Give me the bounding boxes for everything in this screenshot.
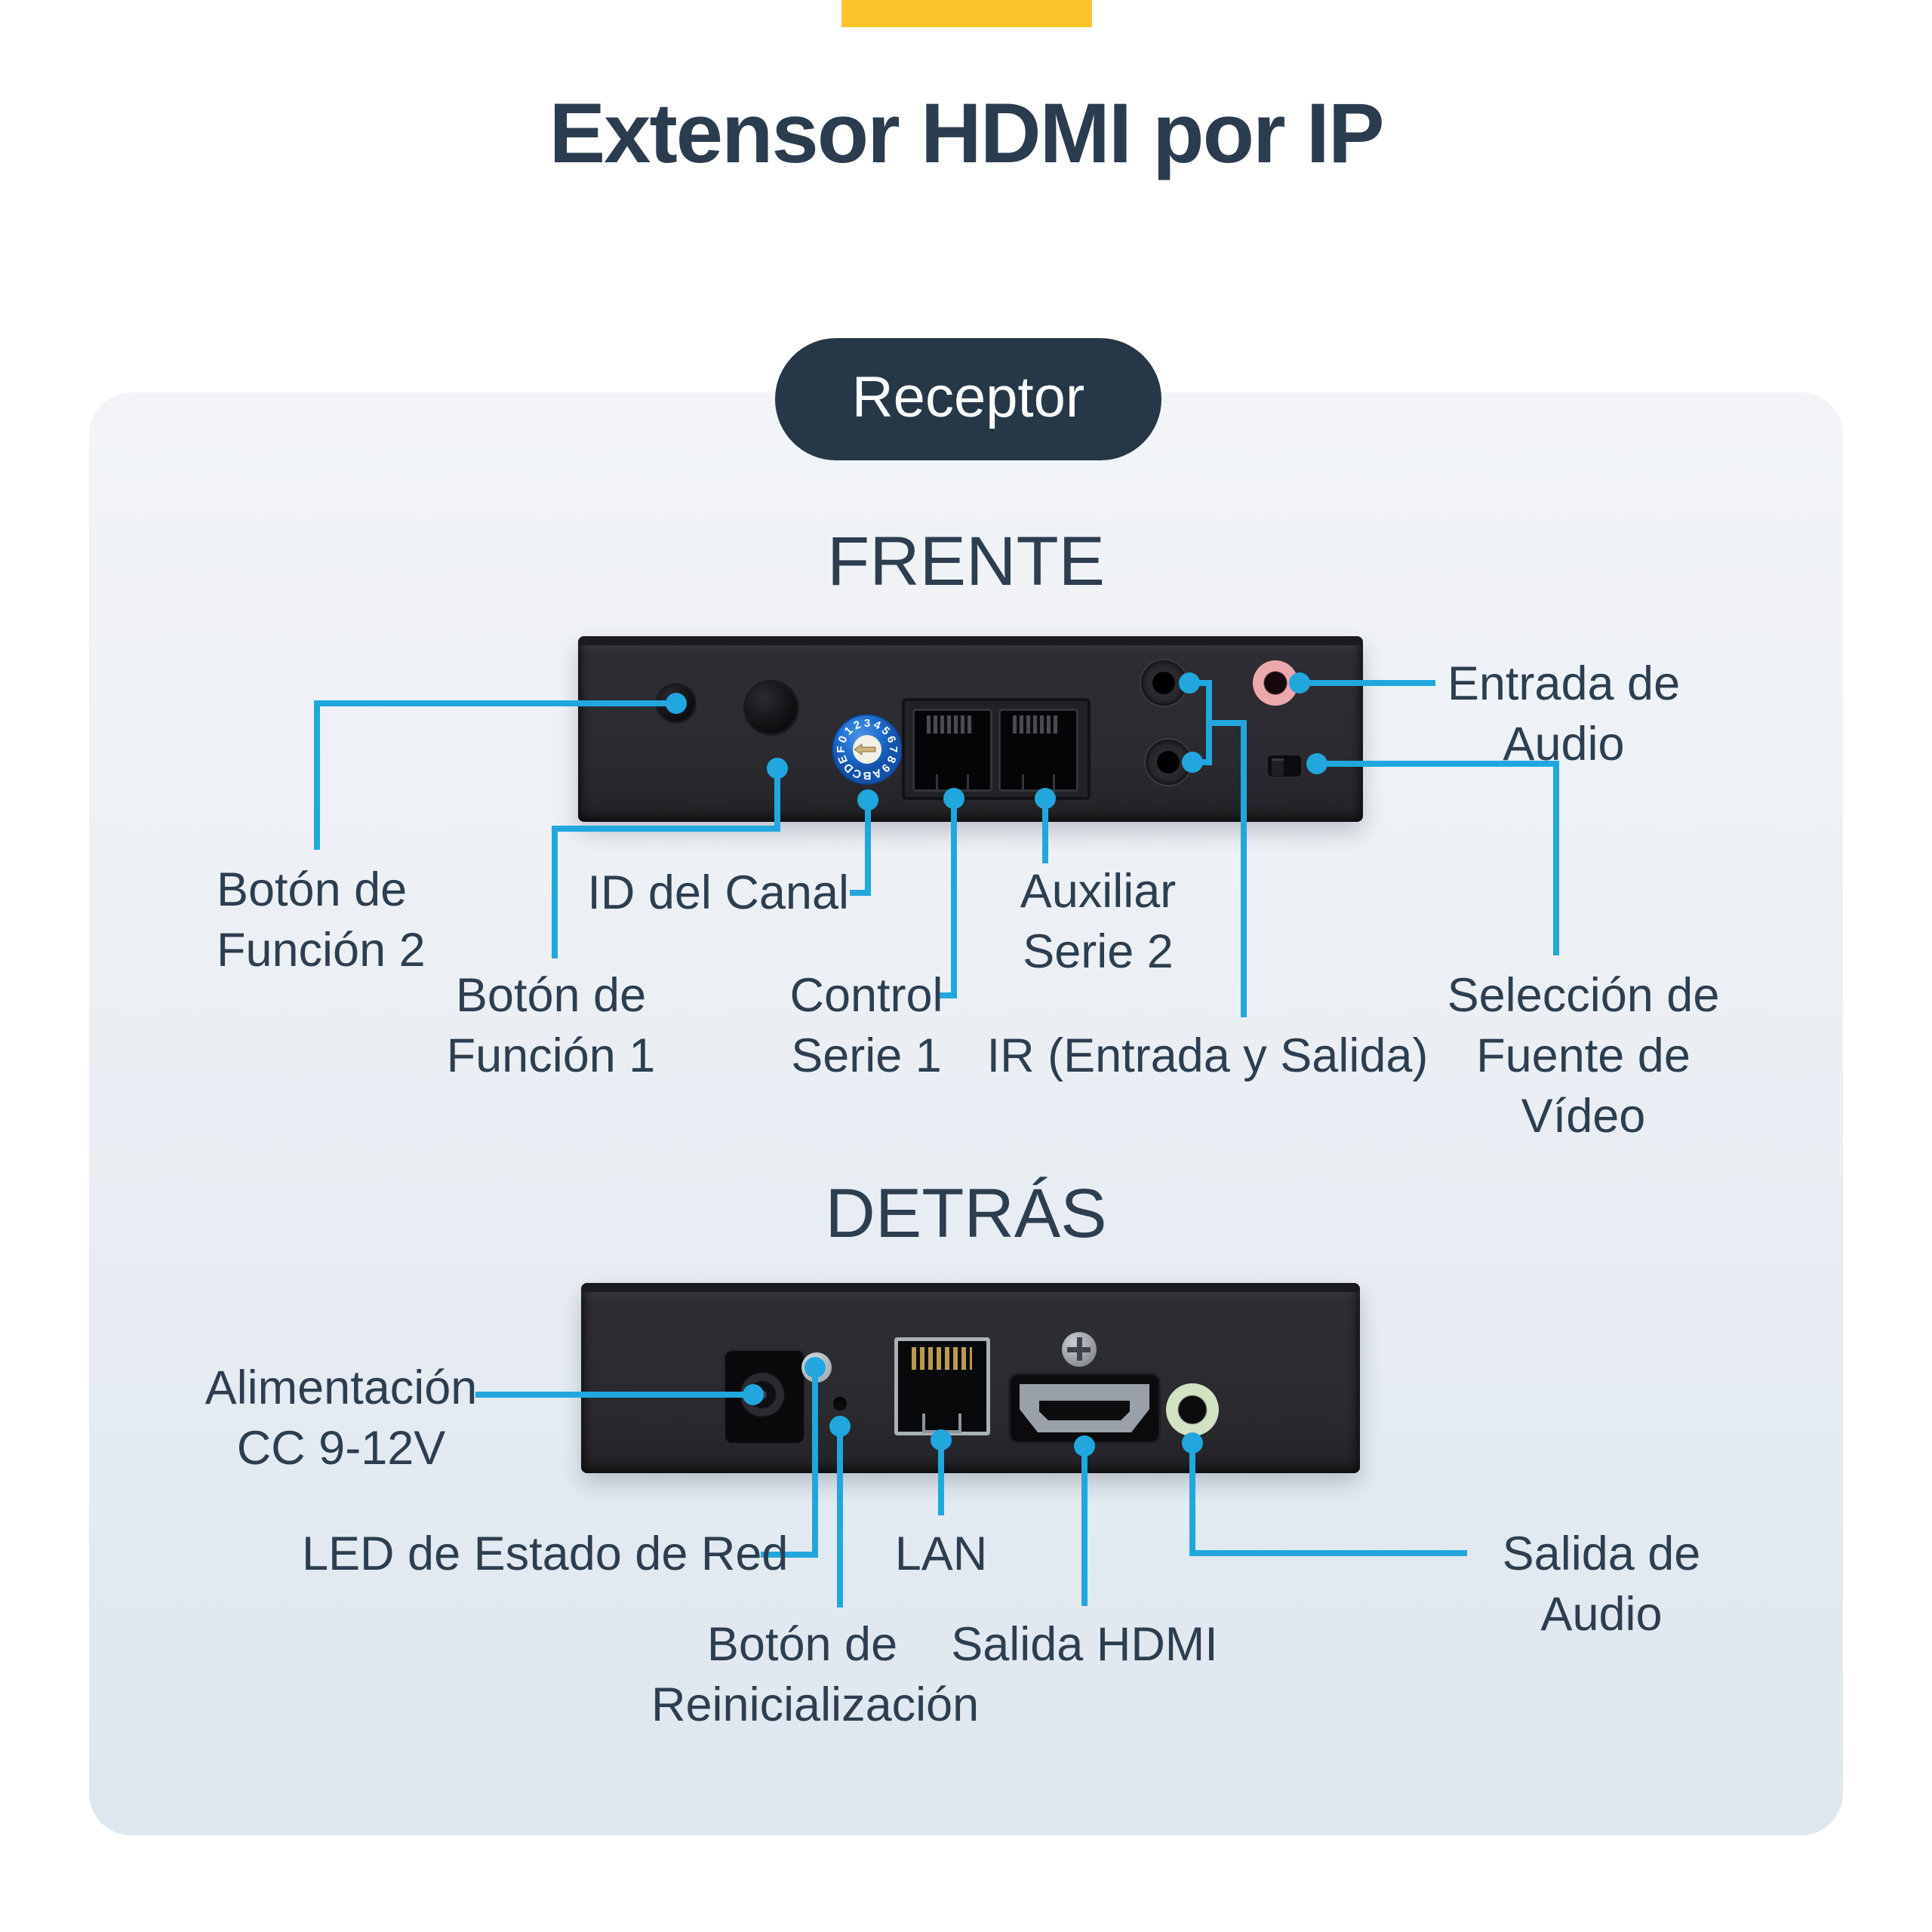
label-seleccion-line3: Vídeo bbox=[1521, 1090, 1646, 1143]
label-seleccion-line1: Selección de bbox=[1447, 969, 1720, 1022]
callout-line-ir-stub1 bbox=[1189, 680, 1212, 686]
label-funcion2-line1: Botón de bbox=[217, 863, 408, 916]
receiver-back-view bbox=[581, 1283, 1360, 1473]
callout-line-salida-audio-h bbox=[1189, 1550, 1467, 1556]
hdmi-out-port bbox=[1011, 1375, 1158, 1441]
chassis-screw bbox=[1062, 1332, 1097, 1367]
function-button-1 bbox=[746, 682, 797, 734]
label-funcion1-line1: Botón de bbox=[455, 969, 647, 1022]
label-salida-audio-line2: Audio bbox=[1540, 1588, 1663, 1641]
callout-dot-auxiliar bbox=[1035, 788, 1056, 809]
hdmi-out-slit bbox=[1039, 1401, 1130, 1420]
callout-line-salida-audio-v bbox=[1189, 1440, 1195, 1556]
label-salida-audio-line1: Salida de bbox=[1502, 1527, 1701, 1580]
callout-dot-lan bbox=[931, 1429, 952, 1451]
callout-line-funcion1-v1 bbox=[774, 765, 780, 832]
callout-line-control-h bbox=[937, 992, 957, 998]
callout-dot-reset bbox=[829, 1416, 851, 1437]
callout-line-canal-h bbox=[850, 890, 871, 896]
svg-text:7: 7 bbox=[887, 746, 900, 752]
callout-dot-ir-top bbox=[1179, 672, 1200, 694]
callout-line-led-v bbox=[812, 1364, 818, 1558]
label-entrada-audio-line2: Audio bbox=[1503, 718, 1625, 771]
callout-line-funcion2-h bbox=[314, 700, 679, 706]
receptor-badge: Receptor bbox=[775, 338, 1161, 460]
lan-port-pins bbox=[912, 1347, 972, 1370]
callout-line-control-v bbox=[951, 795, 957, 998]
callout-line-reset-v bbox=[837, 1423, 843, 1607]
label-alimentacion-line1: Alimentación bbox=[205, 1361, 478, 1414]
callout-dot-canal bbox=[857, 789, 878, 811]
label-funcion1-line2: Función 1 bbox=[446, 1029, 656, 1082]
callout-dot-funcion2 bbox=[666, 693, 687, 714]
callout-dot-entrada-audio bbox=[1289, 672, 1310, 694]
callout-line-led-h bbox=[761, 1552, 818, 1558]
video-source-switch bbox=[1268, 755, 1301, 777]
callout-line-auxiliar-v bbox=[1042, 795, 1048, 863]
label-auxiliar-line1: Auxiliar bbox=[1020, 865, 1177, 918]
section-heading-front: FRENTE bbox=[827, 523, 1105, 600]
callout-dot-seleccion bbox=[1306, 753, 1327, 774]
callout-dot-led bbox=[804, 1357, 826, 1378]
label-reset-line1: Botón de bbox=[706, 1618, 898, 1671]
serial-port-1 bbox=[912, 709, 992, 792]
callout-line-seleccion-h bbox=[1317, 761, 1559, 767]
label-seleccion-line2: Fuente de bbox=[1476, 1029, 1690, 1082]
audio-out-jack bbox=[1166, 1383, 1219, 1436]
callout-line-lan-v bbox=[938, 1437, 944, 1515]
serial-ports-bezel bbox=[902, 698, 1091, 800]
callout-line-alimentacion bbox=[475, 1392, 753, 1398]
label-control-line2: Serie 1 bbox=[791, 1029, 942, 1082]
label-entrada-audio-line1: Entrada de bbox=[1447, 657, 1681, 710]
label-alimentacion-line2: CC 9-12V bbox=[236, 1422, 446, 1475]
callout-line-canal-v bbox=[865, 797, 871, 896]
serial-port-1-pins bbox=[927, 715, 974, 734]
callout-dot-alimentacion bbox=[743, 1384, 764, 1405]
section-heading-back: DETRÁS bbox=[825, 1175, 1107, 1252]
label-auxiliar-line2: Serie 2 bbox=[1023, 925, 1174, 978]
callout-line-entrada-audio bbox=[1300, 680, 1435, 686]
svg-text:3: 3 bbox=[864, 717, 870, 730]
serial-port-2 bbox=[998, 709, 1078, 792]
back-top-edge bbox=[581, 1283, 1360, 1292]
callout-line-funcion1-h bbox=[552, 826, 780, 832]
video-source-switch-nub bbox=[1272, 758, 1284, 776]
callout-line-funcion1-v2 bbox=[552, 826, 558, 958]
label-salida-hdmi: Salida HDMI bbox=[951, 1618, 1218, 1671]
callout-line-seleccion-v bbox=[1553, 761, 1559, 955]
callout-dot-salida-audio bbox=[1182, 1432, 1203, 1454]
page-title: Extensor HDMI por IP bbox=[549, 86, 1384, 180]
label-led-estado: LED de Estado de Red bbox=[302, 1527, 789, 1580]
callout-dot-control bbox=[943, 788, 964, 809]
hdmi-out-metal bbox=[1020, 1384, 1149, 1432]
callout-line-hdmi-v bbox=[1081, 1443, 1088, 1606]
label-funcion2-line2: Función 2 bbox=[217, 924, 426, 977]
svg-text:F: F bbox=[835, 746, 848, 752]
callout-line-ir-v bbox=[1241, 720, 1247, 1017]
content-panel bbox=[89, 392, 1843, 1835]
label-reset-line2: Reinicialización bbox=[651, 1678, 980, 1731]
lan-port bbox=[894, 1337, 990, 1435]
serial-port-2-pins bbox=[1013, 715, 1060, 734]
reset-pinhole bbox=[833, 1397, 847, 1411]
label-control-line1: Control bbox=[789, 969, 943, 1022]
label-ir: IR (Entrada y Salida) bbox=[986, 1029, 1429, 1082]
callout-line-funcion2-v bbox=[314, 700, 320, 850]
accent-bar bbox=[841, 0, 1092, 27]
svg-text:B: B bbox=[863, 769, 871, 782]
callout-dot-ir-bottom bbox=[1182, 752, 1203, 773]
front-top-edge bbox=[578, 636, 1363, 645]
label-canal-id: ID del Canal bbox=[587, 866, 849, 919]
callout-dot-hdmi bbox=[1074, 1435, 1095, 1457]
callout-dot-funcion1 bbox=[767, 758, 788, 779]
label-lan: LAN bbox=[894, 1527, 988, 1580]
callout-line-ir-mid bbox=[1209, 720, 1247, 726]
